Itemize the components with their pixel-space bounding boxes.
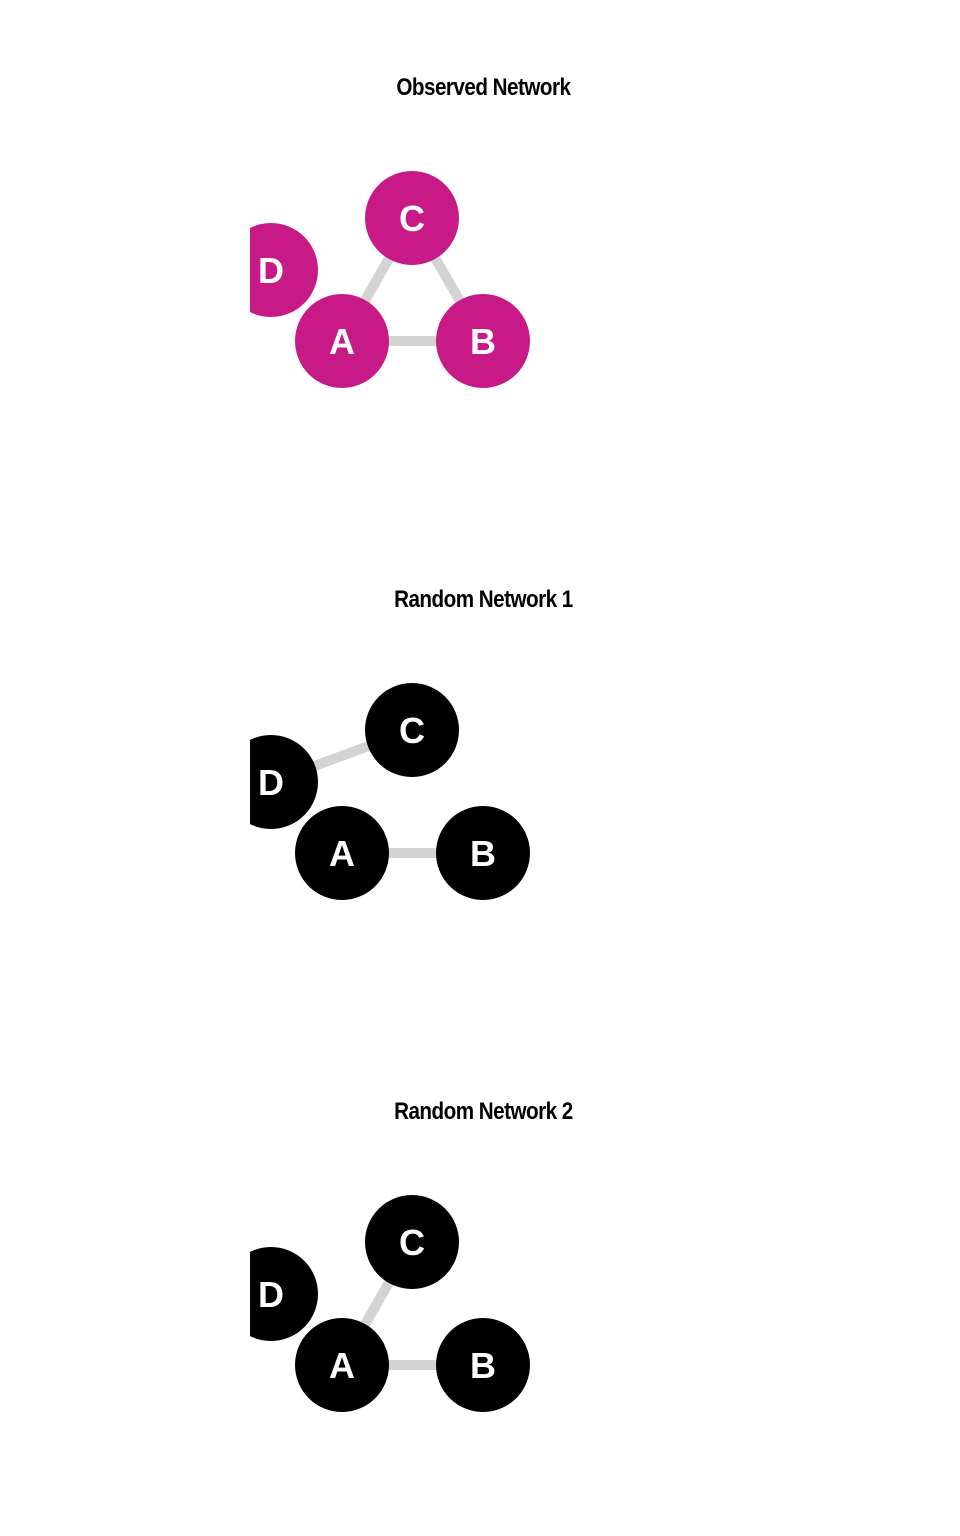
panel-title: Random Network 2 (394, 1098, 573, 1125)
network-graph: A B C D (250, 171, 530, 388)
panel-random-network-2: Random Network 2 A B C D (0, 1024, 960, 1536)
node-label-b: B (470, 321, 496, 362)
node-label-c: C (399, 1222, 425, 1263)
network-graph: A B C D (250, 1195, 530, 1412)
panel-title: Observed Network (396, 74, 571, 101)
node-b (436, 806, 530, 900)
node-c (365, 1195, 459, 1289)
node-d (250, 223, 318, 317)
node-a (295, 1318, 389, 1412)
network-graph: A B C D (250, 683, 530, 900)
node-label-d: D (258, 250, 284, 291)
node-label-a: A (329, 321, 355, 362)
panel-observed-network: Observed Network A B C D (0, 0, 960, 512)
node-label-d: D (258, 762, 284, 803)
panel-random-network-1: Random Network 1 A B C D (0, 512, 960, 1024)
node-label-c: C (399, 710, 425, 751)
node-d (250, 1247, 318, 1341)
node-b (436, 294, 530, 388)
node-label-a: A (329, 833, 355, 874)
node-b (436, 1318, 530, 1412)
node-d (250, 735, 318, 829)
node-label-d: D (258, 1274, 284, 1315)
node-label-c: C (399, 198, 425, 239)
node-c (365, 683, 459, 777)
panel-title: Random Network 1 (394, 586, 573, 613)
node-label-b: B (470, 1345, 496, 1386)
node-a (295, 294, 389, 388)
node-a (295, 806, 389, 900)
node-label-a: A (329, 1345, 355, 1386)
node-label-b: B (470, 833, 496, 874)
node-c (365, 171, 459, 265)
